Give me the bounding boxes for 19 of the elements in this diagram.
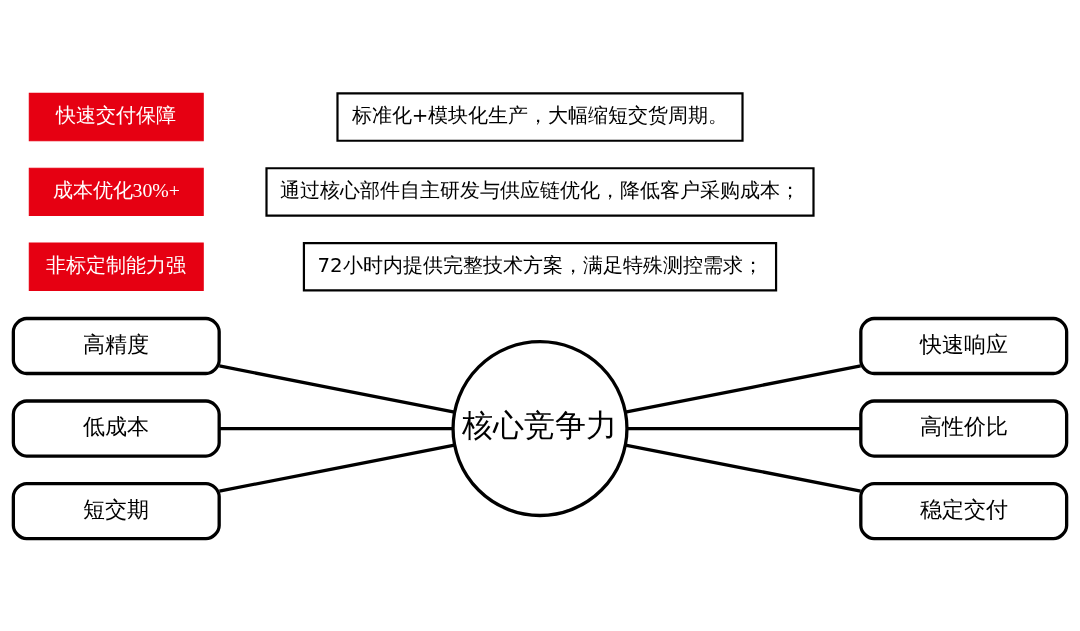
node-box: 快速交付保障 — [28, 92, 204, 141]
connector — [219, 442, 455, 493]
node-box: 通过核心部件自主研发与供应链优化，降低客户采购成本； — [265, 166, 815, 217]
node-box: 低成本 — [11, 398, 221, 458]
node-box: 非标定制能力强 — [28, 242, 204, 291]
node-box: 标准化+模块化生产，大幅缩短交货周期。 — [336, 91, 744, 142]
connector — [219, 426, 453, 430]
connector — [627, 426, 861, 430]
node-box: 72小时内提供完整技术方案，满足特殊测控需求； — [302, 241, 778, 291]
connector — [219, 363, 455, 414]
node-box: 成本优化30%+ — [28, 167, 204, 216]
node-box: 高精度 — [11, 316, 221, 375]
node-box: 短交期 — [11, 481, 221, 540]
node-box: 快速响应 — [859, 316, 1069, 375]
connector — [625, 442, 861, 493]
node-circle: 核心竞争力 — [451, 339, 629, 517]
connector — [625, 363, 861, 414]
node-box: 高性价比 — [859, 398, 1069, 458]
node-box: 稳定交付 — [859, 481, 1069, 540]
